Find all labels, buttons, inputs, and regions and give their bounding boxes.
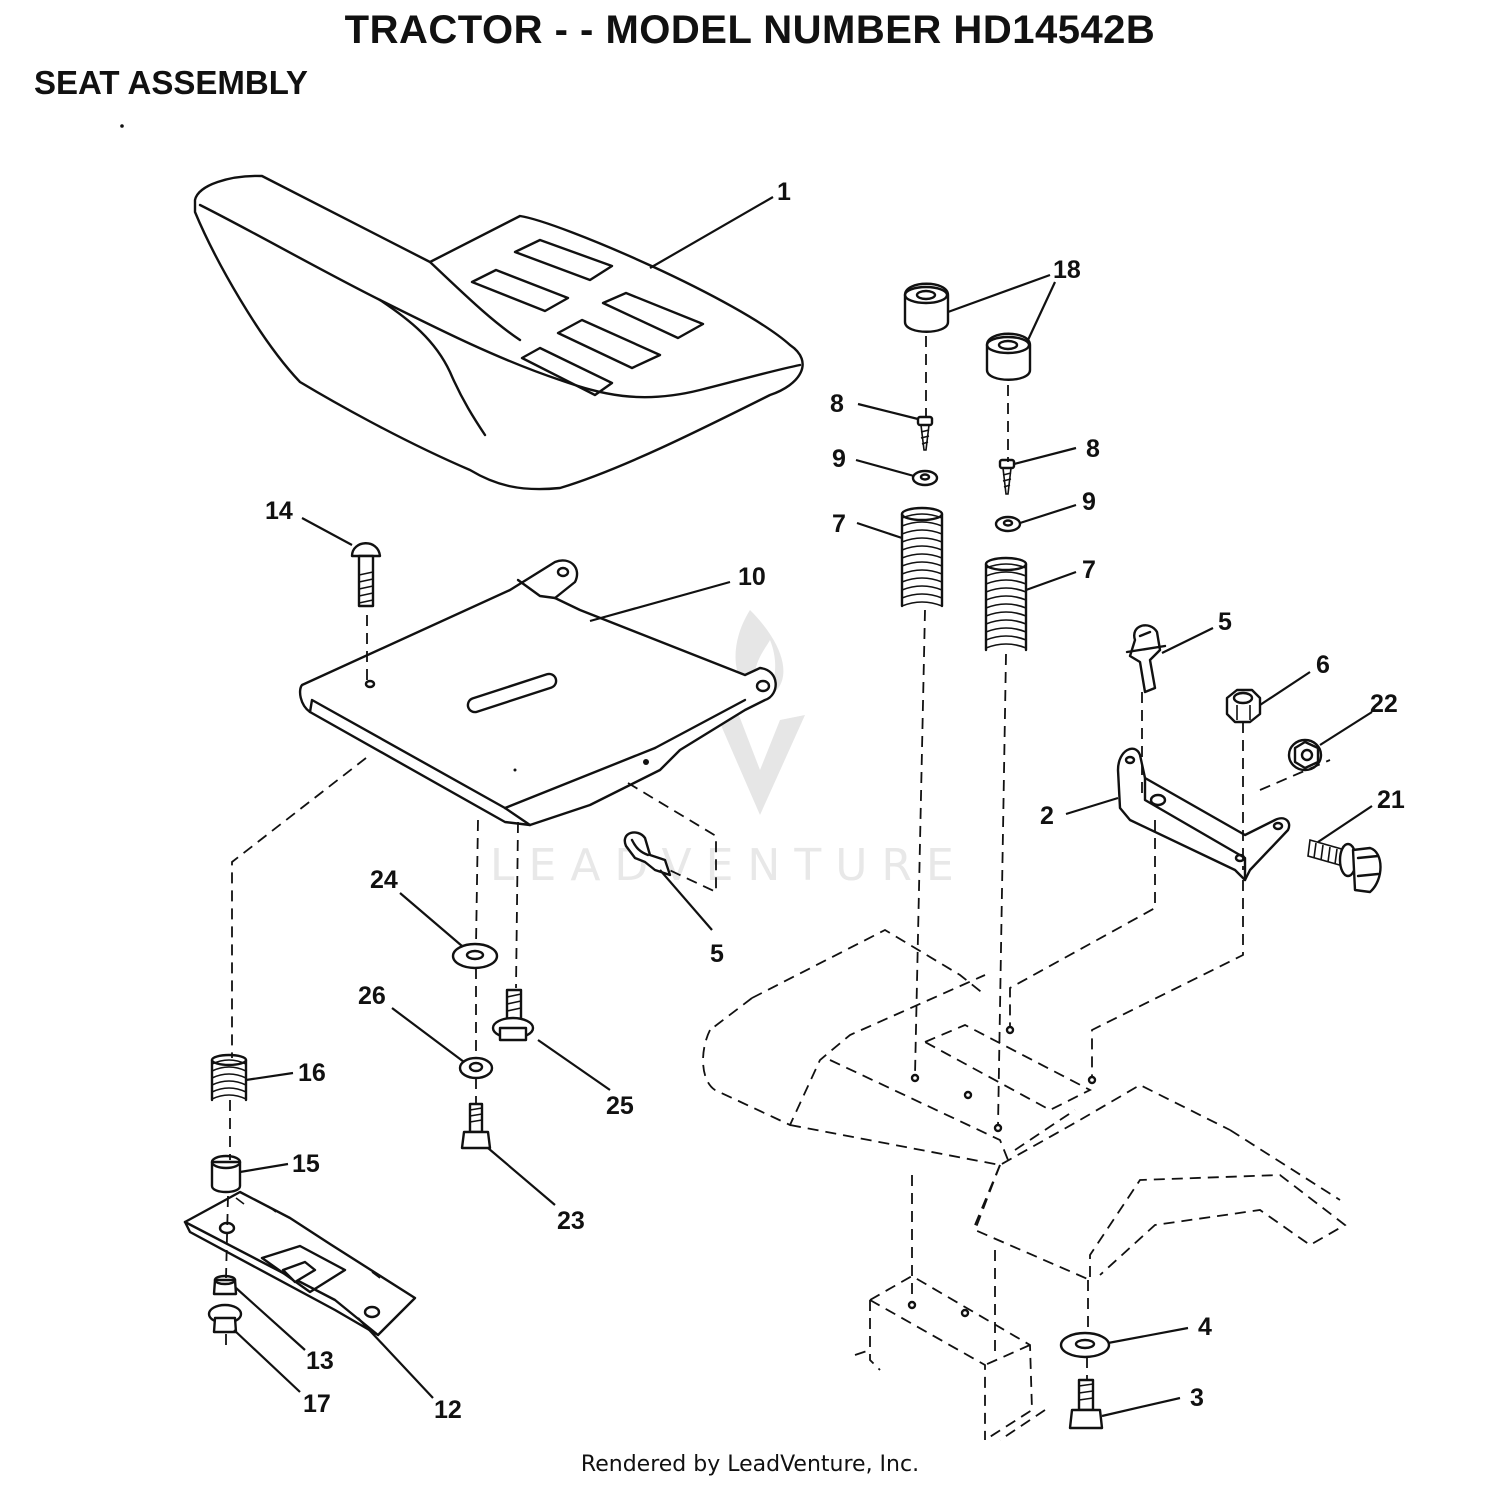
callout-3: 3: [1190, 1384, 1204, 1412]
leader-lines: [233, 196, 1373, 1418]
spring-part[interactable]: [210, 1053, 248, 1102]
callout-4: 4: [1198, 1313, 1212, 1341]
shoulder-bolt-part[interactable]: [491, 988, 535, 1042]
seat-part[interactable]: [193, 174, 804, 491]
flange-nut-part[interactable]: [207, 1303, 243, 1334]
callout-23: 23: [557, 1207, 585, 1235]
callout-25: 25: [606, 1092, 634, 1120]
watermark-logo-icon: [710, 700, 805, 815]
footer-credit: Rendered by LeadVenture, Inc.: [580, 1452, 920, 1477]
nut-part[interactable]: [1225, 688, 1262, 724]
hex-bolt-part[interactable]: [1307, 838, 1382, 894]
speck: [120, 124, 124, 128]
callout-10: 10: [738, 563, 766, 591]
section-title: SEAT ASSEMBLY: [34, 64, 308, 101]
callout-18: 18: [1053, 256, 1081, 284]
washer-part[interactable]: [1059, 1331, 1111, 1359]
watermark: LEADVENTURE: [490, 610, 968, 891]
callout-9: 9: [832, 445, 846, 473]
watermark-text: LEADVENTURE: [490, 840, 968, 891]
washer-part[interactable]: [458, 1056, 494, 1080]
callout-13: 13: [306, 1347, 334, 1375]
spacer-part[interactable]: [210, 1154, 242, 1194]
carriage-bolt-part[interactable]: [350, 542, 382, 608]
callout-8: 8: [1086, 435, 1100, 463]
callout-8: 8: [830, 390, 844, 418]
flange-nut-part[interactable]: [1287, 738, 1323, 772]
bracket-part[interactable]: [1116, 747, 1291, 882]
callout-21: 21: [1377, 786, 1405, 814]
screw-part[interactable]: [998, 458, 1016, 495]
callout-2: 2: [1040, 802, 1054, 830]
hex-bolt-part[interactable]: [1068, 1378, 1104, 1430]
screw-part[interactable]: [916, 415, 934, 451]
spacer-part[interactable]: [985, 332, 1032, 381]
spacer-part[interactable]: [903, 282, 950, 333]
hex-bolt-part[interactable]: [460, 1102, 492, 1150]
spring-part[interactable]: [900, 506, 944, 608]
callout-15: 15: [292, 1150, 320, 1178]
callout-12: 12: [434, 1396, 462, 1424]
assembly-lines: [225, 336, 1331, 1380]
callout-24: 24: [370, 866, 398, 894]
spring-part[interactable]: [984, 556, 1028, 654]
callout-14: 14: [265, 497, 293, 525]
callout-22: 22: [1370, 690, 1398, 718]
callout-26: 26: [358, 982, 386, 1010]
callout-6: 6: [1316, 651, 1330, 679]
washer-part[interactable]: [451, 942, 499, 970]
callout-16: 16: [298, 1059, 326, 1087]
callout-labels: 1 18 8 8 9 9 7 7 14 10 5 6 22 2 21 5 24 …: [265, 178, 1405, 1424]
nut-part[interactable]: [212, 1274, 238, 1296]
page-title: TRACTOR - - MODEL NUMBER HD14542B: [344, 8, 1156, 52]
callout-7: 7: [832, 510, 846, 538]
seat-pan-part[interactable]: [298, 559, 777, 827]
callout-7: 7: [1082, 556, 1096, 584]
clip-part[interactable]: [1125, 624, 1167, 694]
clip-part[interactable]: [623, 831, 672, 877]
callout-17: 17: [303, 1390, 331, 1418]
mount-plate-part[interactable]: [183, 1190, 417, 1337]
callout-5: 5: [1218, 608, 1232, 636]
callout-9: 9: [1082, 488, 1096, 516]
fender-outline: [702, 928, 1347, 1441]
washer-part[interactable]: [994, 515, 1022, 533]
callout-1: 1: [777, 178, 791, 206]
callout-5: 5: [710, 940, 724, 968]
washer-part[interactable]: [911, 469, 939, 487]
